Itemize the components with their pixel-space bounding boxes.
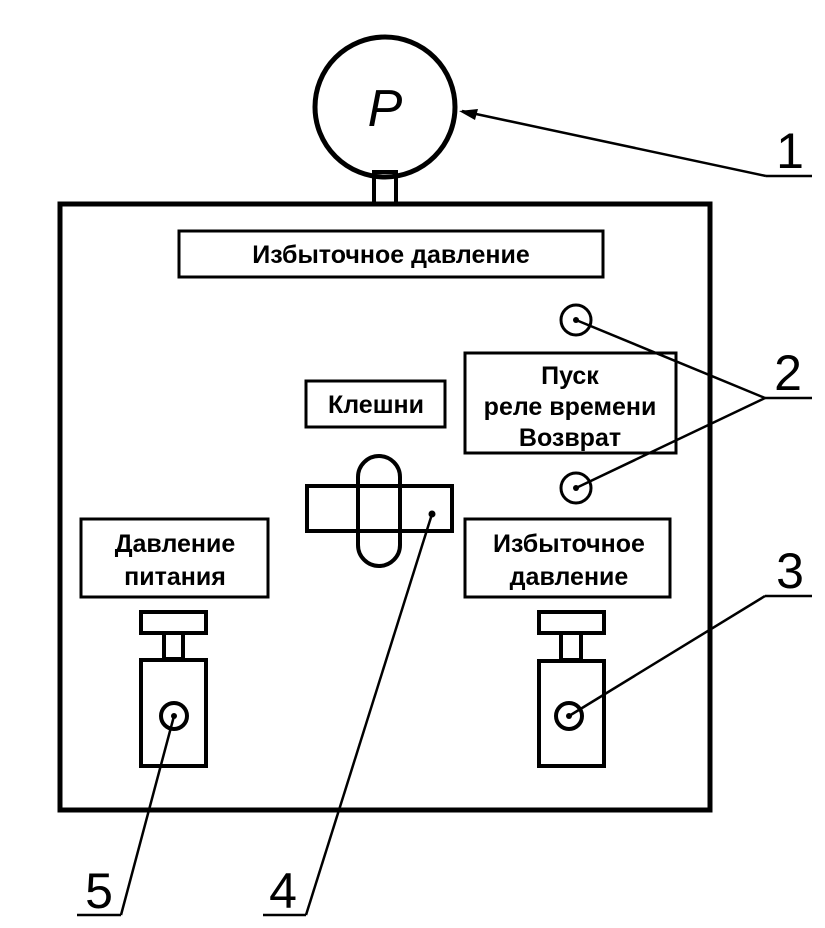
clamps-toggle-switch <box>305 454 454 568</box>
callout-number: 3 <box>776 543 804 599</box>
callout-1: 1 <box>459 109 812 179</box>
callout-4: 4 <box>263 510 436 919</box>
toggle-lever-icon <box>356 454 402 568</box>
callout-number: 1 <box>776 123 804 179</box>
regulator-cap <box>537 610 606 635</box>
callout-number: 4 <box>269 863 297 919</box>
label-frame <box>463 517 672 599</box>
label-line: реле времени <box>484 393 657 421</box>
regulator-knob-icon <box>554 701 584 731</box>
label-frame <box>177 229 605 279</box>
regulator-body <box>139 658 208 768</box>
leader-line <box>461 109 767 178</box>
label-clamps: Клешни <box>304 379 447 429</box>
toggle-body <box>305 484 454 533</box>
lamp-ring-icon <box>559 303 593 337</box>
label-line: давление <box>510 563 629 591</box>
label-line: Пуск <box>541 362 599 390</box>
arrowhead-icon <box>459 109 478 120</box>
leader-line <box>575 396 766 490</box>
panel-housing <box>57 201 713 813</box>
leader-line <box>575 318 766 400</box>
label-supply-pressure: Давление питания <box>79 517 270 599</box>
regulator-body <box>537 659 606 768</box>
label-frame <box>79 517 270 599</box>
label-frame <box>463 351 678 455</box>
gauge-stem <box>372 170 398 206</box>
leader-line <box>568 594 766 718</box>
label-frame <box>304 379 447 429</box>
callout-3: 3 <box>568 543 812 718</box>
callout-5: 5 <box>77 715 176 919</box>
callout-number: 2 <box>774 345 802 401</box>
label-text: Избыточное давление <box>252 241 530 269</box>
lamp-ring-icon <box>559 471 593 505</box>
leader-line <box>304 513 434 916</box>
callout-number: 5 <box>85 863 113 919</box>
callout-2: 2 <box>575 318 812 490</box>
label-line: Избыточное <box>493 530 645 558</box>
pressure-gauge-icon <box>312 34 458 180</box>
label-excess-pressure-lower: Избыточное давление <box>463 517 672 599</box>
supply-pressure-regulator <box>139 610 208 768</box>
leader-line <box>119 715 176 916</box>
regulator-cap <box>139 610 208 635</box>
pressure-gauge: P <box>312 34 458 206</box>
regulator-stem <box>559 631 583 662</box>
regulator-knob-icon <box>159 701 189 731</box>
gauge-symbol: P <box>368 80 403 138</box>
label-line: Давление <box>115 530 236 558</box>
label-line: Возврат <box>519 424 621 452</box>
label-text: Клешни <box>328 391 424 419</box>
label-line: питания <box>124 563 226 591</box>
excess-pressure-regulator <box>537 610 606 768</box>
label-timer-start-return: Пуск реле времени Возврат <box>463 351 678 455</box>
regulator-stem <box>162 631 185 661</box>
label-top-excess-pressure: Избыточное давление <box>177 229 605 279</box>
